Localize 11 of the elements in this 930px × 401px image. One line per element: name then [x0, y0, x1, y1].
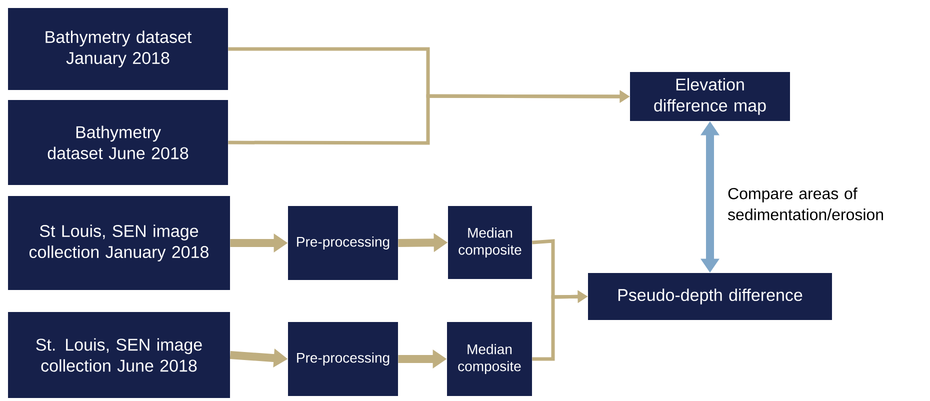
process-box: Bathymetry dataset June 2018	[8, 100, 228, 185]
process-box: Median composite	[447, 322, 532, 396]
process-box: Pseudo-depth difference	[588, 273, 832, 320]
process-box: Pre-processing	[288, 206, 398, 280]
process-box: Elevation difference map	[630, 72, 790, 121]
process-box: Pre-processing	[288, 322, 398, 396]
edge-label: Compare areas of sedimentation/erosion	[728, 188, 883, 220]
process-box: Bathymetry dataset January 2018	[8, 8, 228, 90]
process-box: St Louis, SEN image collection January 2018	[8, 196, 230, 290]
process-box: Median composite	[448, 206, 532, 279]
process-box: St. Louis, SEN image collection June 2018	[8, 312, 230, 398]
